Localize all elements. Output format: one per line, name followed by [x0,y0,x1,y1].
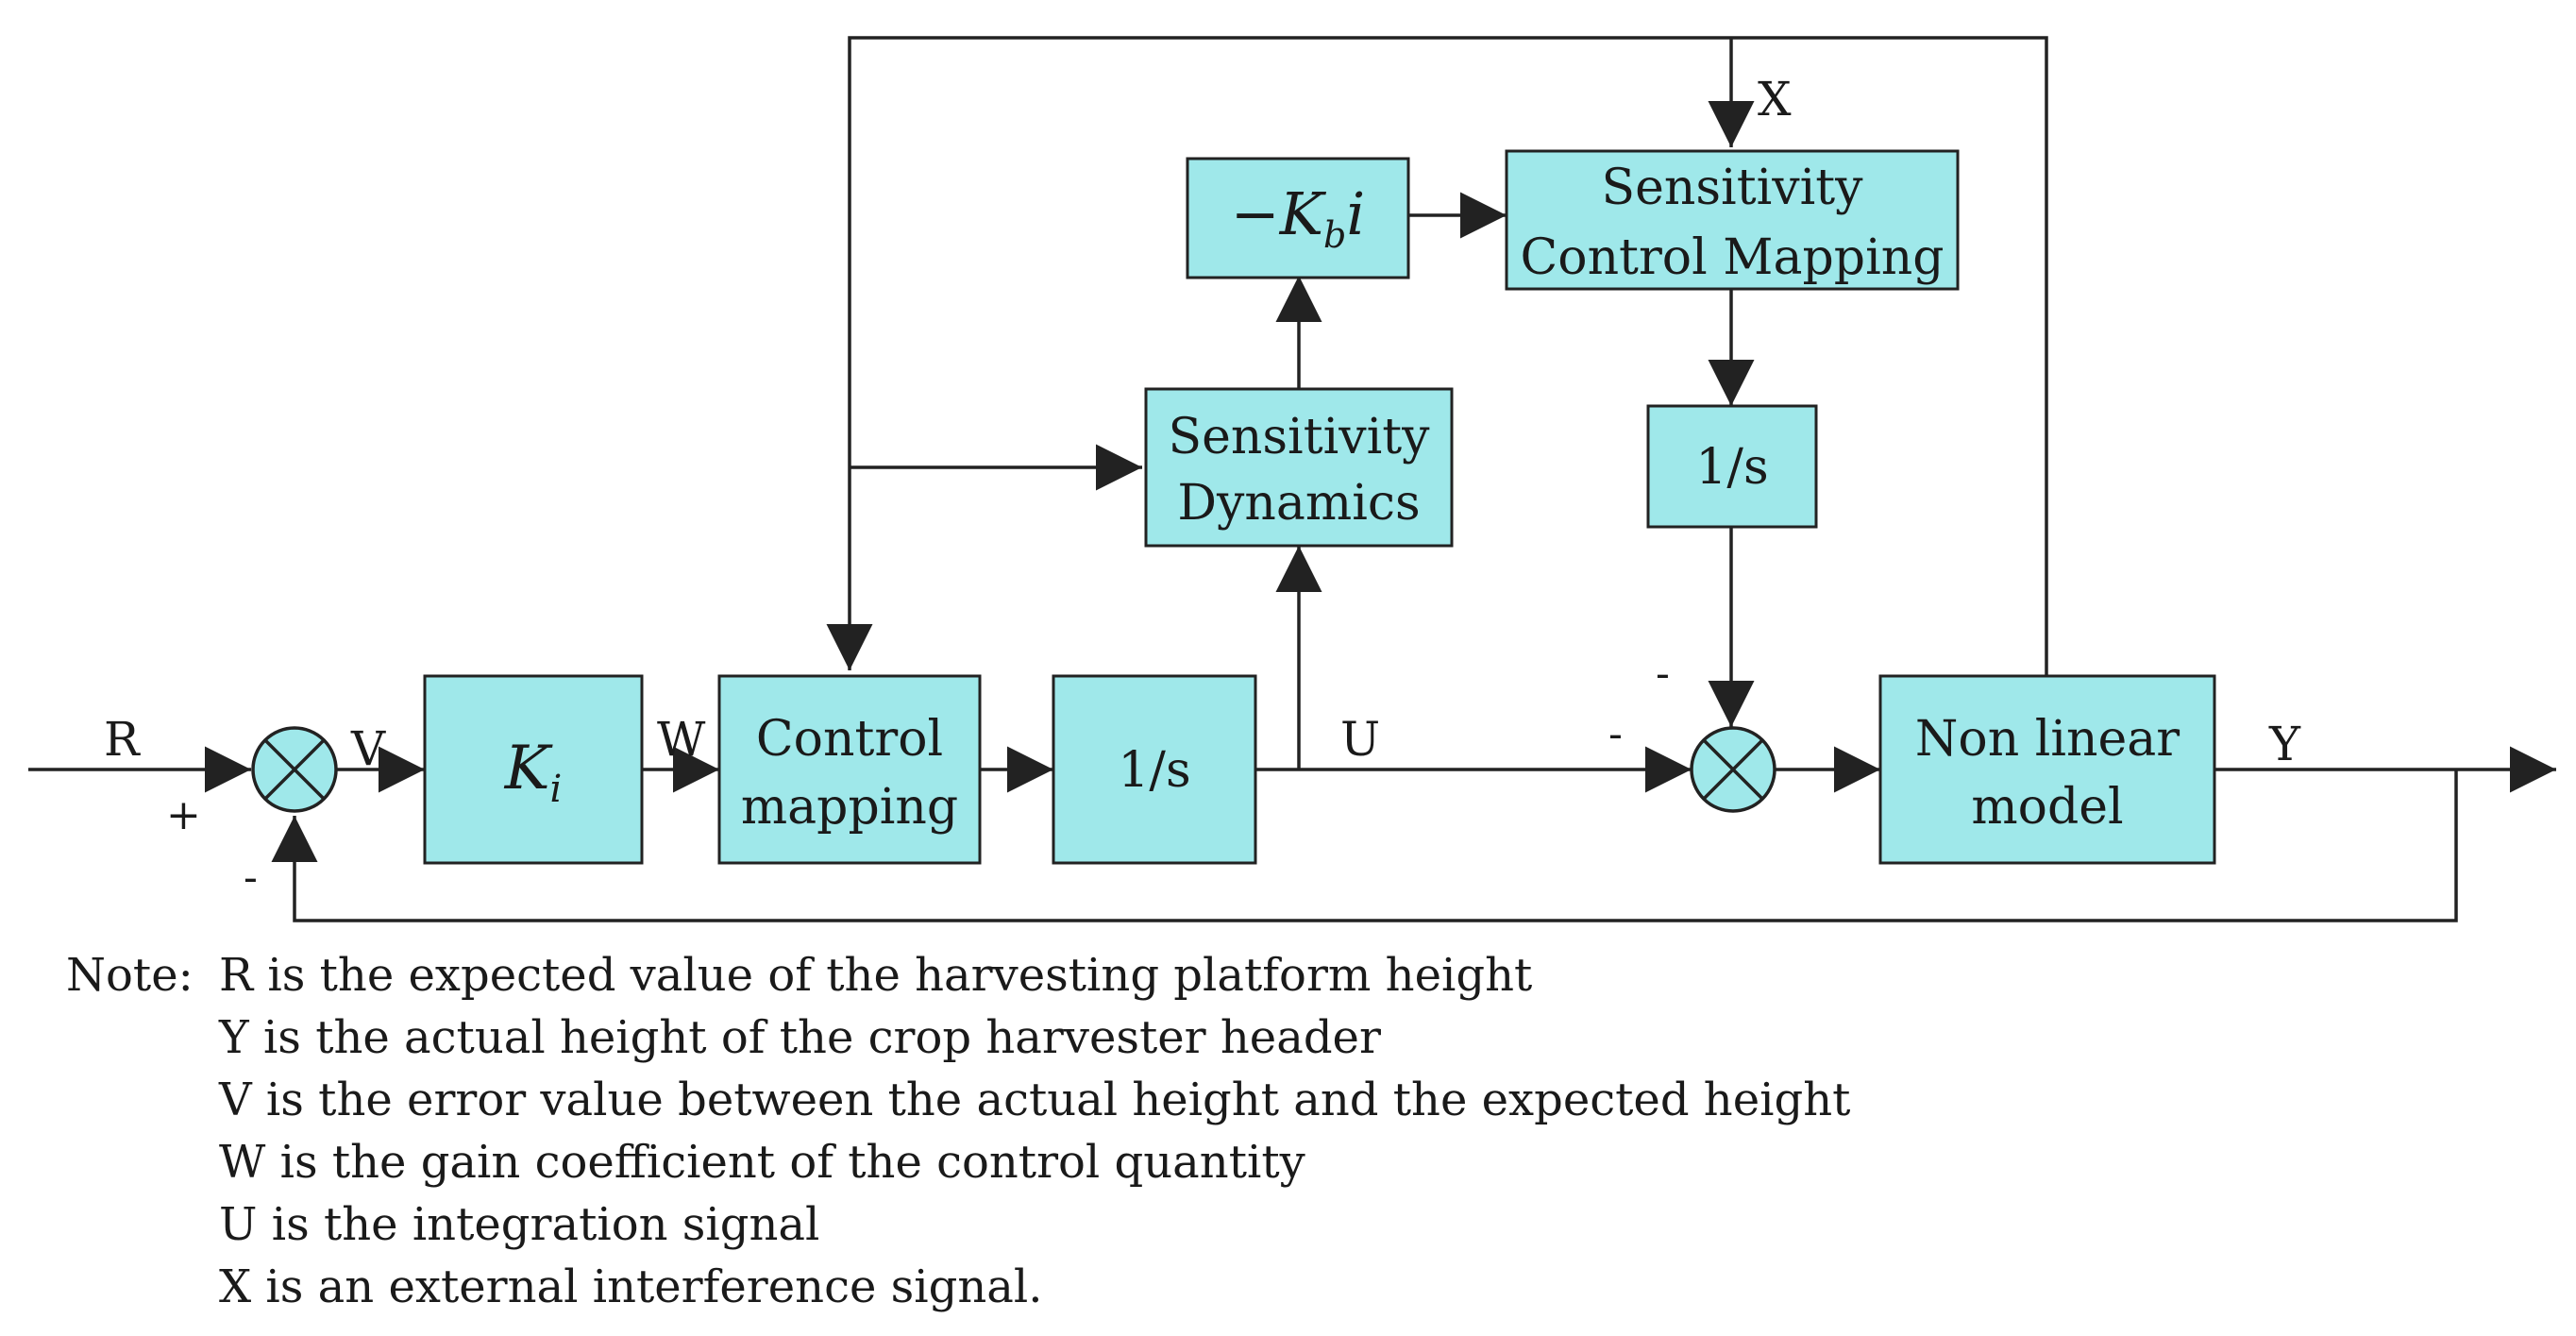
block-diagram: Ki Control mapping 1/s Sensitivity Dynam… [28,36,2556,922]
note-line: U is the integration signal [219,1198,820,1251]
nonlinear-model-line-1: Non linear [1915,711,2180,768]
signal-label-w: W [657,712,706,767]
integrator-main-label: 1/s [1118,742,1190,799]
block-integrator-sensitivity: 1/s [1646,404,1818,529]
note-line: X is an external interference signal. [219,1260,1043,1313]
signal-label-v: V [350,721,386,776]
wire-top-loop [826,36,2048,676]
sensitivity-dynamics-line-1: Sensitivity [1168,409,1430,465]
block-integrator-main: 1/s [1052,674,1257,865]
block-nonlinear-model: Non linear model [1878,674,2216,865]
control-mapping-line-2: mapping [741,779,958,836]
block-sensitivity-dynamics: Sensitivity Dynamics [1144,387,1454,548]
signal-label-y: Y [2268,717,2301,771]
kbi-subscript: b [1323,214,1346,256]
block-ki: Ki [423,674,644,865]
note-line: Y is the actual height of the crop harve… [219,1011,1381,1064]
integrator-sensitivity-label: 1/s [1695,439,1768,496]
notes-label: Note: [66,949,194,1002]
kbi-k: K [1279,179,1327,248]
block-sensitivity-control-mapping: Sensitivity Control Mapping [1505,149,1960,291]
sum1-plus-sign: + [166,791,201,839]
signal-label-u: U [1340,712,1380,767]
svg-text:−Kbi: −Kbi [1231,179,1365,256]
block-control-mapping: Control mapping [717,674,982,865]
kbi-minus: − [1231,179,1280,248]
summing-junction-1 [251,726,338,813]
note-line: R is the expected value of the harvestin… [219,949,1533,1002]
svg-text:Ki: Ki [504,734,563,811]
nonlinear-model-line-2: model [1971,779,2123,836]
sum1-minus-sign: - [244,854,258,902]
signal-label-x: X [1758,72,1792,127]
scm-line-1: Sensitivity [1601,160,1863,216]
signal-label-r: R [104,712,141,767]
kbi-i: i [1346,179,1365,248]
notes-section: Note: R is the expected value of the harv… [66,944,1850,1318]
sum2-minus-sign-top: - [1656,650,1670,698]
control-mapping-line-1: Control [756,711,943,768]
scm-line-2: Control Mapping [1520,229,1944,286]
signal-wires [28,36,2556,922]
ki-subscript: i [550,768,563,811]
block-kbi: −Kbi [1186,157,1410,279]
note-line: W is the gain coefficient of the control… [219,1136,1305,1189]
note-line: V is the error value between the actual … [219,1074,1851,1126]
sum2-minus-sign-left: - [1608,710,1623,758]
summing-junction-2 [1690,726,1776,813]
sensitivity-dynamics-line-2: Dynamics [1177,475,1420,532]
ki-k: K [504,734,553,803]
wire-y-feedback [271,769,2458,922]
